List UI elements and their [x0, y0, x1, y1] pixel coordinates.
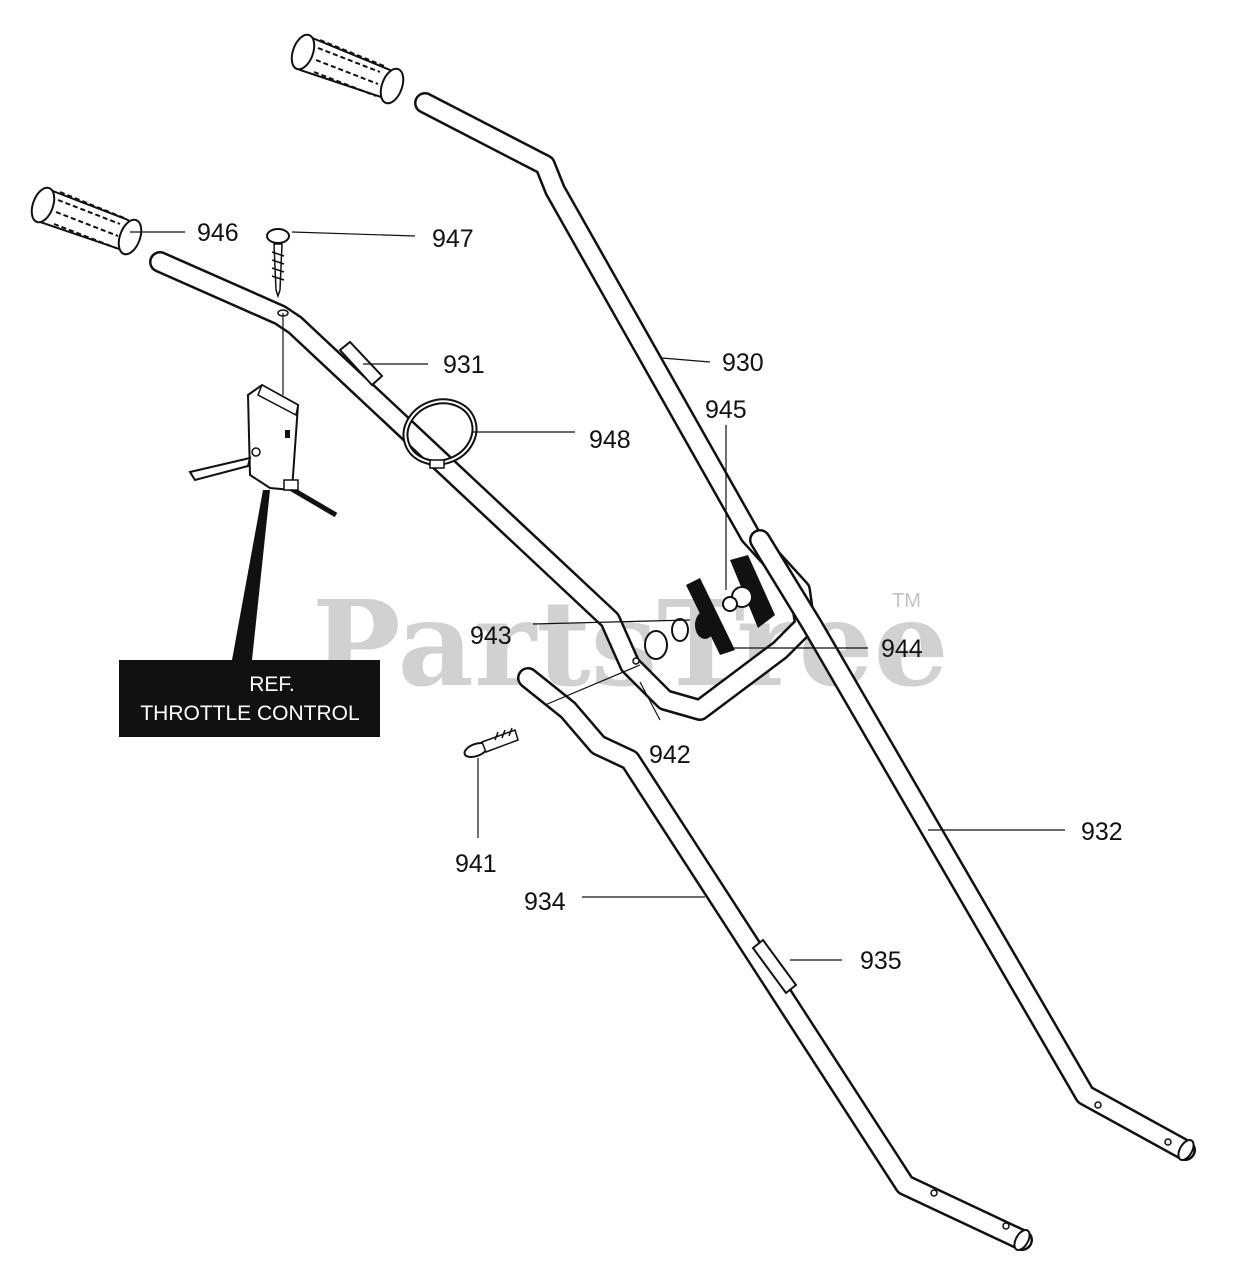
knob-945	[722, 555, 775, 628]
throttle-control	[188, 383, 338, 518]
decal-935	[751, 938, 798, 995]
label-934: 934	[524, 888, 566, 916]
lower-handle-934	[517, 667, 1033, 1251]
ref-throttle-control-box: REF. THROTTLE CONTROL	[119, 660, 380, 737]
label-942: 942	[649, 741, 691, 769]
washers-943	[632, 618, 689, 665]
ref-pointer	[232, 490, 270, 660]
label-931: 931	[443, 351, 485, 379]
clamp-948	[402, 398, 478, 469]
label-948: 948	[589, 426, 631, 454]
decal-931	[338, 340, 384, 387]
screw-947	[266, 228, 290, 299]
ref-line-1: REF.	[249, 673, 295, 696]
label-941: 941	[455, 850, 497, 878]
label-932: 932	[1081, 818, 1123, 846]
label-947: 947	[432, 225, 474, 253]
leader-lines	[130, 231, 1065, 961]
bolt-941	[463, 727, 519, 758]
label-943: 943	[470, 622, 512, 650]
grip-946	[30, 186, 143, 256]
label-945: 945	[705, 396, 747, 424]
watermark-tm: TM	[892, 590, 921, 612]
knob-944	[686, 578, 735, 655]
label-935: 935	[860, 947, 902, 975]
label-930: 930	[722, 349, 764, 377]
lower-handle-932	[749, 529, 1196, 1161]
grip-upper	[290, 33, 405, 105]
label-944: 944	[881, 635, 923, 663]
label-946: 946	[197, 219, 239, 247]
ref-line-2: THROTTLE CONTROL	[140, 702, 359, 725]
